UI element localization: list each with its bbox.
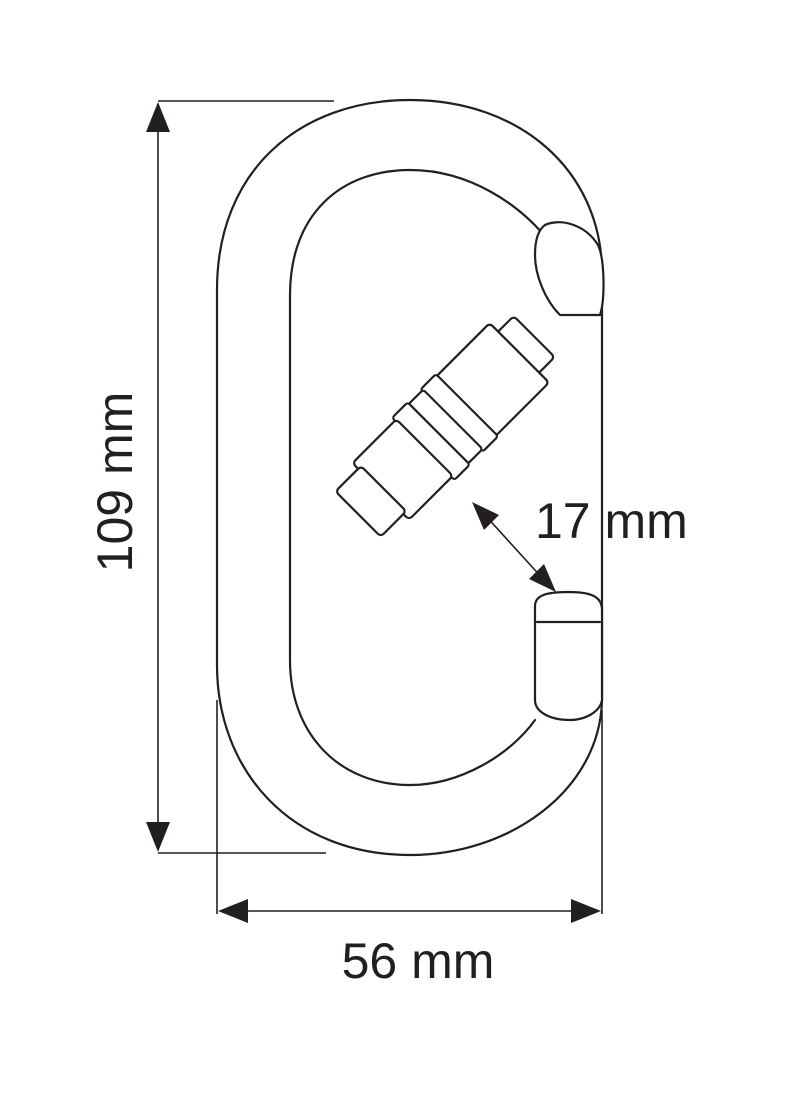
height-label: 109 mm bbox=[87, 392, 143, 573]
gate-opening-label: 17 mm bbox=[535, 493, 688, 549]
width-label: 56 mm bbox=[342, 933, 495, 989]
width-arrow-right bbox=[571, 899, 601, 923]
nose-hook-outer bbox=[533, 221, 605, 317]
height-dimension: 109 mm bbox=[87, 100, 334, 854]
frame-outer-edge bbox=[215, 98, 604, 857]
gate-opening-arrow-top bbox=[472, 502, 499, 530]
gate-opening-arrow-bottom bbox=[529, 564, 556, 592]
width-dimension: 56 mm bbox=[216, 700, 603, 989]
width-arrow-left bbox=[218, 899, 248, 923]
sleeve-bottom-cap bbox=[336, 466, 406, 537]
gate-opening-line bbox=[483, 513, 545, 581]
gate-hinge-knob bbox=[533, 590, 604, 722]
carabiner-frame bbox=[215, 98, 604, 857]
hinge-knob-body bbox=[533, 590, 604, 722]
gate-opening-dimension: 17 mm bbox=[472, 493, 688, 592]
frame-inner-edge bbox=[288, 168, 550, 787]
height-arrow-bottom bbox=[146, 822, 170, 852]
gate-nose-hook bbox=[533, 221, 605, 317]
screw-lock-sleeve bbox=[336, 316, 555, 537]
height-arrow-top bbox=[146, 102, 170, 132]
